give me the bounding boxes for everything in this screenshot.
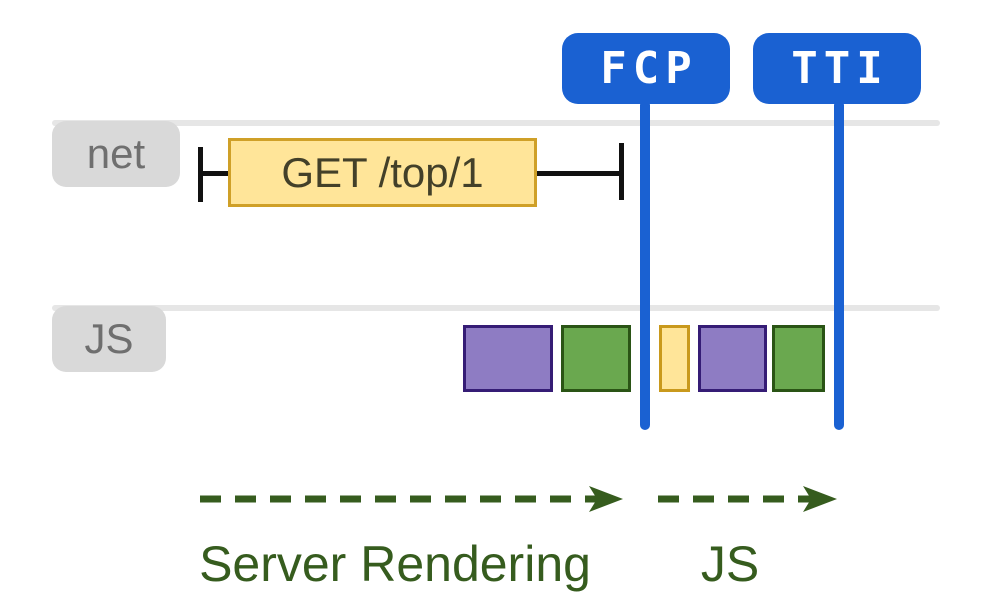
js-task-block-purple [698,325,767,392]
server-rendering-phase-label: Server Rendering [199,536,591,592]
net-track-tab: net [52,121,180,187]
js-track-line [52,305,940,311]
tti-marker-label: TTI [791,43,889,94]
server-rendering-arrow-head [589,486,623,512]
fcp-marker-label: FCP [600,43,698,94]
js-arrow-head [803,486,837,512]
request-start-connector [203,171,228,176]
request-start-tick [198,147,203,202]
fcp-marker-badge: FCP [562,33,730,104]
js-task-block-yellow [659,325,690,392]
tti-marker-line [834,100,844,430]
js-track-tab: JS [52,306,166,372]
net-track-line [52,120,940,126]
request-end-tick [619,143,624,200]
net-track-label: net [86,130,146,177]
js-track-label: JS [84,315,134,362]
js-task-block-purple [463,325,553,392]
request-end-connector [537,171,619,176]
js-task-block-green [561,325,631,392]
tti-marker-badge: TTI [753,33,921,104]
js-task-block-green [772,325,825,392]
fcp-marker-line [640,100,650,430]
js-phase-label: JS [700,536,760,592]
network-request-bar: GET /top/1 [228,138,537,207]
network-request-label: GET /top/1 [281,148,484,196]
